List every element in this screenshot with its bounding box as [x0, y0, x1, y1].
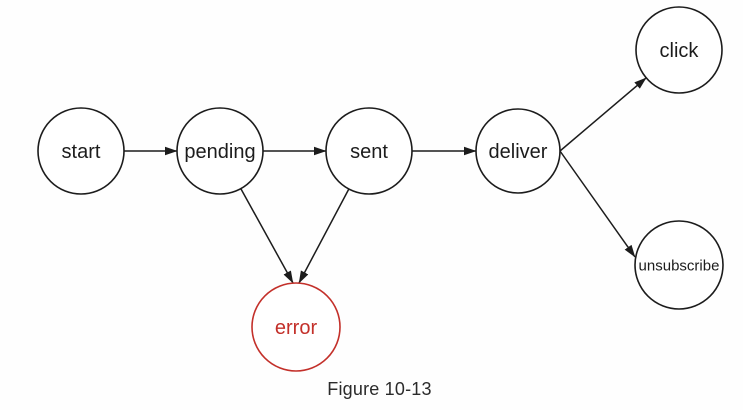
edge-deliver-click [559, 77, 647, 152]
node-circle [325, 107, 413, 195]
node-label: unsubscribe [639, 257, 720, 274]
node-circle [475, 108, 561, 194]
node-click: click [635, 6, 723, 94]
node-circle [635, 6, 723, 94]
node-label: deliver [489, 141, 548, 163]
node-unsubscribe: unsubscribe [634, 220, 724, 310]
node-pending: pending [176, 107, 264, 195]
node-error: error [251, 282, 341, 372]
edge-deliver-unsubscribe [559, 150, 636, 258]
edge-sent-error [298, 188, 350, 284]
node-label: sent [350, 141, 388, 163]
edge-pending-error [240, 188, 294, 284]
node-circle [251, 282, 341, 372]
node-sent: sent [325, 107, 413, 195]
edges-layer [124, 77, 647, 284]
figure-caption: Figure 10-13 [327, 379, 432, 399]
node-label: pending [184, 141, 255, 163]
node-label: click [660, 40, 700, 62]
node-start: start [37, 107, 125, 195]
node-circle [37, 107, 125, 195]
node-label: error [275, 317, 318, 339]
node-circle [176, 107, 264, 195]
node-label: start [62, 141, 101, 163]
node-deliver: deliver [475, 108, 561, 194]
node-circle [634, 220, 724, 310]
nodes-layer: start pending sent deliver click unsubscribe e… [37, 6, 724, 372]
